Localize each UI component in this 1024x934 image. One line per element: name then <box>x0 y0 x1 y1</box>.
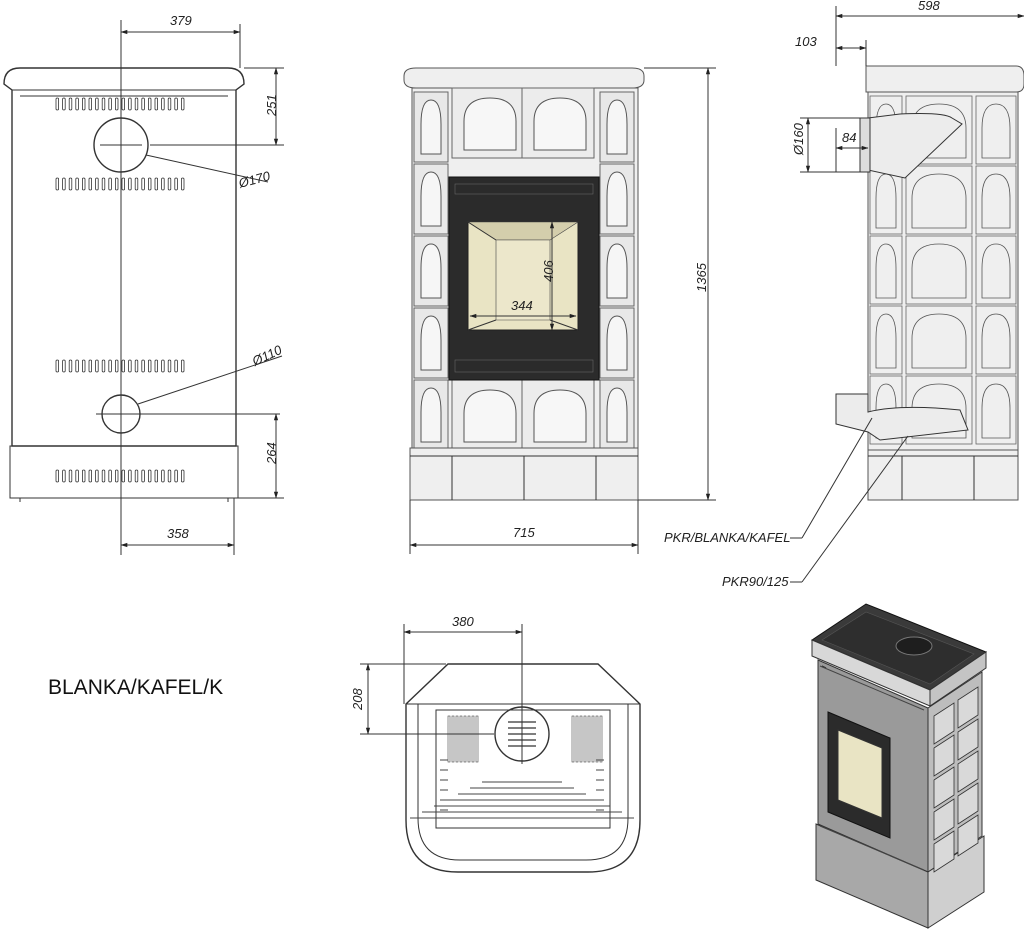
rear-vent-top <box>55 97 185 111</box>
rear-vent-low <box>55 359 185 373</box>
dim-front-total-width: 715 <box>513 525 535 540</box>
dim-rear-flue-dia: Ø170 <box>236 168 272 191</box>
dim-top-depth: 208 <box>350 688 365 711</box>
rear-vent-mid <box>55 177 185 191</box>
front-tile-grid <box>413 87 635 451</box>
dim-rear-bottom-height: 264 <box>264 442 279 465</box>
dim-rear-top-offset: 379 <box>170 13 192 28</box>
top-view: 380 208 <box>350 614 641 873</box>
dim-top-offset: 380 <box>452 614 474 629</box>
side-view: 598 103 Ø160 84 PKR/BLANKA/KAFEL PKR90/1… <box>664 0 1024 589</box>
dim-side-flue-depth: 84 <box>842 130 856 145</box>
side-flue-pipe <box>867 113 963 179</box>
dim-rear-flue-height: 251 <box>264 94 279 117</box>
rear-view: 379 251 Ø170 Ø110 264 358 <box>3 13 285 555</box>
front-view: 406 344 1365 715 <box>403 67 716 554</box>
dim-front-window-height: 406 <box>541 260 556 282</box>
side-tile-grid <box>869 95 1017 445</box>
drawing-title: BLANKA/KAFEL/K <box>48 676 223 699</box>
dim-front-total-height: 1365 <box>694 262 709 292</box>
dim-side-total-depth: 598 <box>918 0 940 13</box>
label-pkr90: PKR90/125 <box>722 574 789 589</box>
dim-side-flue-offset: 103 <box>795 34 817 49</box>
rear-vent-bottom <box>55 469 185 483</box>
dim-rear-air-dia: Ø110 <box>249 342 285 369</box>
label-pkr-blanka: PKR/BLANKA/KAFEL <box>664 530 790 545</box>
isometric-view <box>810 603 988 929</box>
dim-front-window-width: 344 <box>511 298 533 313</box>
iso-firebox-glass <box>837 729 883 819</box>
dim-rear-bottom-offset: 358 <box>167 526 189 541</box>
iso-tile-grid <box>819 665 979 873</box>
side-air-intake <box>835 393 969 441</box>
dim-side-flue-dia: Ø160 <box>791 122 806 156</box>
